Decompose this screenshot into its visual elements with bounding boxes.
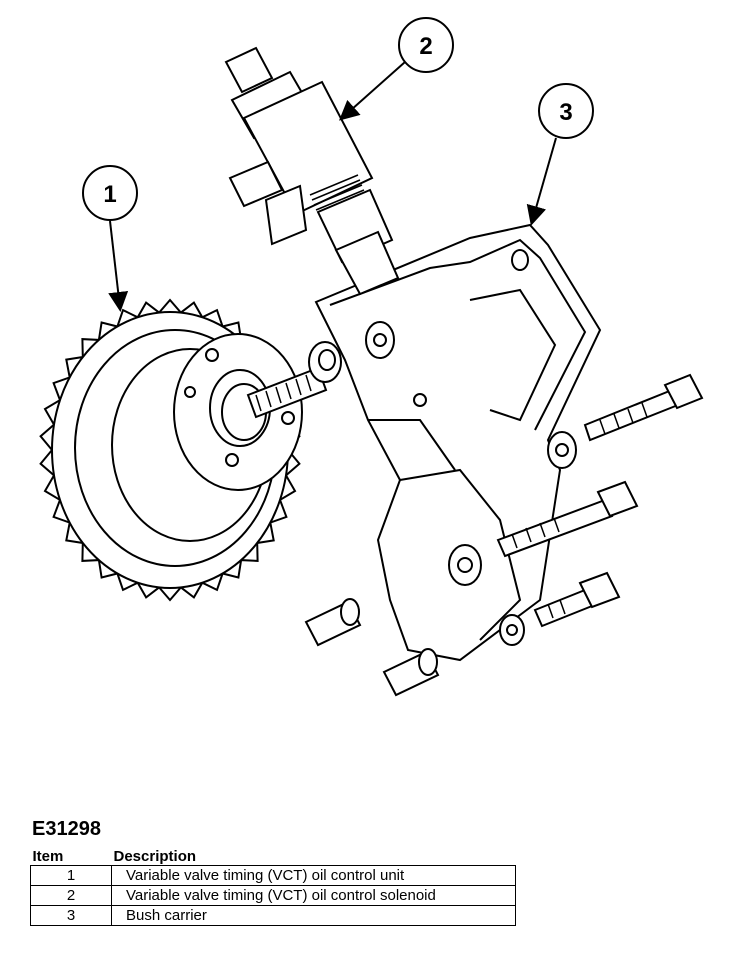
callout-2-number: 2 [419,33,432,60]
figure-code: E31298 [32,818,101,840]
legend-header-row: Item Description [31,848,516,866]
callout-3: 3 [526,83,594,226]
legend-item-description: Variable valve timing (VCT) oil control … [111,885,516,906]
legend-row: 1 Variable valve timing (VCT) oil contro… [30,865,516,886]
legend-row: 2 Variable valve timing (VCT) oil contro… [30,885,516,906]
legend-header-description: Description [113,848,197,865]
hub-bolt-hole [205,348,219,362]
callout-1-number: 1 [103,181,116,208]
callout-1: 1 [82,165,138,312]
legend-item-description: Variable valve timing (VCT) oil control … [111,865,516,886]
hub-bolt-hole [225,453,239,467]
bush-carrier-drawing [314,223,602,662]
hub-face [173,333,303,491]
hub-bolt-hole [184,386,196,398]
bushes-drawing [304,598,440,697]
vct-solenoid-drawing [224,46,400,296]
legend-item-number: 1 [30,865,112,886]
legend-item-number: 3 [30,905,112,926]
legend-item-description: Bush carrier [111,905,516,926]
hub-bolt-hole [281,411,295,425]
legend-item-number: 2 [30,885,112,906]
callout-3-number: 3 [559,99,572,126]
central-bolt-drawing [246,341,342,419]
vct-oil-control-unit-drawing [39,298,303,602]
legend-header-item: Item [32,848,64,865]
mounting-bolts-drawing [496,373,704,628]
legend-table: Item Description 1 Variable valve timing… [30,848,516,926]
exploded-view-illustration: 1 2 3 [39,17,704,697]
callout-2: 2 [339,17,454,121]
legend-row: 3 Bush carrier [30,905,516,926]
